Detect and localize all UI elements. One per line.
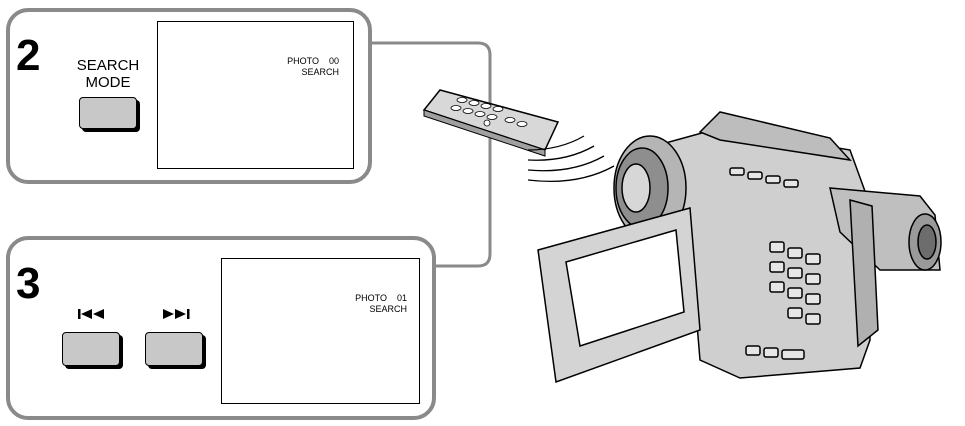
skip-next-button[interactable] xyxy=(145,332,203,366)
screen-indicator: PHOTO 00 SEARCH xyxy=(287,56,339,78)
search-text: SEARCH xyxy=(301,67,339,77)
camcorder-icon xyxy=(537,111,942,384)
search-mode-label: SEARCH MODE xyxy=(60,57,156,91)
skip-previous-icon xyxy=(78,308,110,323)
search-mode-label-text: SEARCH MODE xyxy=(76,57,140,91)
skip-next-icon xyxy=(162,308,194,323)
photo-counter-text: PHOTO 00 xyxy=(287,56,339,66)
photo-counter-text: PHOTO 01 xyxy=(355,293,407,303)
search-mode-button[interactable] xyxy=(79,97,137,129)
infrared-signal-icon xyxy=(527,135,615,183)
skip-previous-button[interactable] xyxy=(62,332,120,366)
step-3-number: 3 xyxy=(16,259,41,308)
viewfinder-screen-step-2: PHOTO 00 SEARCH xyxy=(157,21,354,169)
remote-control-icon xyxy=(422,89,560,157)
screen-indicator: PHOTO 01 SEARCH xyxy=(355,293,407,315)
step-2-number: 2 xyxy=(16,31,41,80)
search-text: SEARCH xyxy=(369,304,407,314)
viewfinder-screen-step-3: PHOTO 01 SEARCH xyxy=(221,258,420,404)
